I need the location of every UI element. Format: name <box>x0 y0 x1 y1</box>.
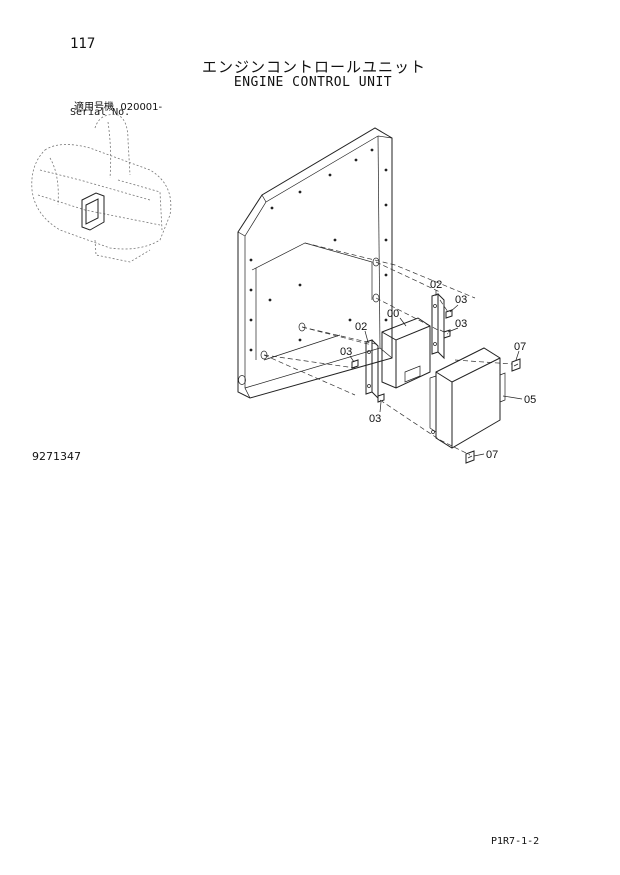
callout-00: 00 <box>387 308 399 320</box>
screw-07-b <box>465 450 475 464</box>
callout-02-right: 02 <box>430 279 442 291</box>
screw-03-c <box>351 359 359 369</box>
screw-03-a <box>445 309 453 319</box>
callout-02-left: 02 <box>355 321 367 333</box>
screw-03-d <box>377 393 385 403</box>
screw-07-a <box>511 358 521 372</box>
page-code: P1R7-1-2 <box>491 836 540 847</box>
ecu-location-highlight <box>81 192 105 231</box>
screw-03-b <box>443 329 451 339</box>
title-japanese: エンジンコントロールユニット <box>201 58 426 76</box>
serial-label-japanese: 適用号機 020001- <box>74 98 162 113</box>
excavator-location-sketch <box>31 114 172 263</box>
callout-03-top: 03 <box>455 294 467 306</box>
callout-labels: 00 02 02 03 03 03 03 05 07 07 <box>340 279 536 461</box>
callout-03-middle: 03 <box>455 318 467 330</box>
callout-07-lower: 07 <box>486 449 498 461</box>
mounting-panel <box>237 127 393 399</box>
callout-03-left: 03 <box>340 346 352 358</box>
bracket-02-left <box>365 339 379 400</box>
callout-03-bottom: 03 <box>369 413 381 425</box>
serial-label-jp-text: 適用号機 <box>74 102 114 113</box>
page-number: 117 <box>70 36 96 52</box>
serial-label-english: Serial No. <box>70 107 131 118</box>
figure-number: 9271347 <box>32 450 81 463</box>
callout-07-upper: 07 <box>514 341 526 353</box>
control-unit-00 <box>381 317 431 389</box>
title-english: ENGINE CONTROL UNIT <box>233 75 393 90</box>
callout-05: 05 <box>524 394 536 406</box>
screws <box>351 309 521 464</box>
cover-05 <box>429 347 506 449</box>
assembly-lines <box>263 242 513 456</box>
serial-number: 020001- <box>120 102 163 113</box>
leader-lines <box>349 290 523 457</box>
